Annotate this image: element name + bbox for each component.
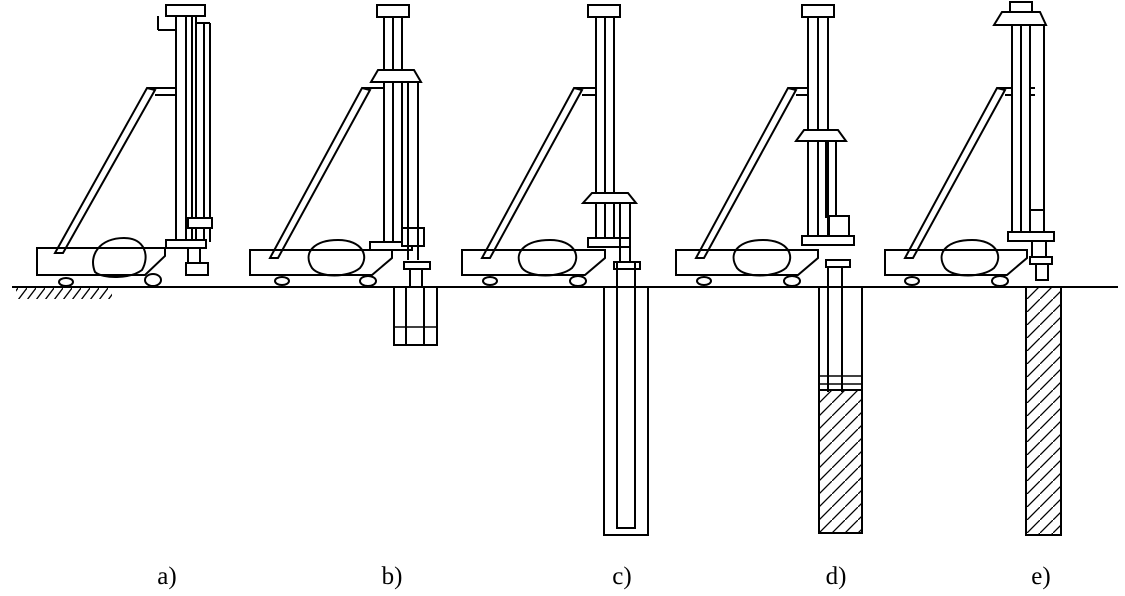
- rig-carrier: [675, 238, 819, 287]
- rig-carrier: [884, 238, 1028, 287]
- rig-mast: [369, 4, 431, 288]
- rig-boom: [53, 86, 188, 254]
- finished-pile: [1025, 286, 1062, 536]
- rig-d: [675, 4, 863, 534]
- rig-c: [461, 4, 649, 536]
- rig-boom: [480, 86, 612, 259]
- casing-hole: [603, 261, 649, 536]
- rig-carrier: [36, 236, 166, 287]
- rig-mast: [580, 4, 641, 270]
- rig-a: [36, 4, 213, 287]
- rig-mast: [157, 4, 213, 276]
- soil-hatch: [16, 288, 112, 299]
- caption-d: d): [825, 563, 847, 590]
- rig-mast: [794, 4, 855, 268]
- casing-and-concrete: [818, 267, 863, 534]
- caption-e: e): [1031, 563, 1051, 590]
- rig-carrier: [461, 238, 606, 287]
- rig-carrier: [249, 238, 393, 287]
- rig-boom: [268, 86, 400, 259]
- caption-a: a): [157, 563, 177, 590]
- rig-e: [884, 1, 1062, 536]
- caption-b: b): [381, 563, 403, 590]
- caption-c: c): [612, 563, 632, 590]
- rig-b: [249, 4, 438, 346]
- drill-bucket: [393, 286, 438, 346]
- rig-mast: [992, 1, 1055, 281]
